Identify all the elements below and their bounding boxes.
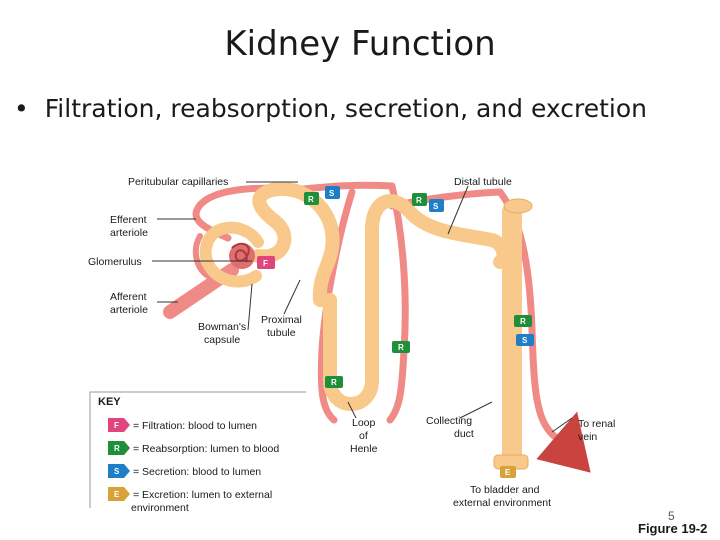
badge-e-text: E	[505, 468, 511, 477]
label-collecting-2: duct	[454, 428, 474, 440]
key-item-filtration: F = Filtration: blood to lumen	[108, 418, 257, 432]
collecting-duct-top	[503, 198, 533, 214]
label-afferent-2: arteriole	[110, 304, 148, 316]
label-afferent-1: Afferent	[110, 291, 147, 303]
key-e-text: E	[114, 490, 120, 499]
label-renal-2: vein	[578, 431, 597, 443]
badge-secretion-distal: S	[429, 199, 444, 212]
badge-secretion-proximal: S	[325, 186, 340, 199]
badge-filtration: F	[257, 256, 275, 269]
label-glomerulus: Glomerulus	[88, 256, 142, 268]
key-s-text: S	[114, 467, 120, 476]
bowmans-capsule	[199, 221, 264, 288]
label-collecting-1: Collecting	[426, 415, 472, 427]
capillary-descending	[317, 188, 356, 424]
key-item-reabsorption: R = Reabsorption: lumen to blood	[108, 441, 279, 455]
label-efferent-2: arteriole	[110, 227, 148, 239]
label-bladder-2: external environment	[453, 497, 551, 509]
key-r-text: R	[114, 444, 120, 453]
key-item-excretion: E = Excretion: lumen to external environ…	[108, 487, 272, 514]
bullet-dot-icon: •	[14, 94, 29, 123]
label-efferent-1: Efferent	[110, 214, 147, 226]
badge-reabsorption-distal: R	[412, 193, 427, 206]
badge-r-text: R	[308, 195, 314, 204]
badge-s-text: S	[433, 202, 439, 211]
badge-s-text: S	[522, 336, 528, 345]
key-f-text: F	[114, 421, 119, 430]
key-filtration-text: = Filtration: blood to lumen	[133, 420, 257, 432]
capillary-left-arc	[192, 233, 211, 279]
label-bowmans-2: capsule	[204, 334, 240, 346]
badge-reabsorption-collecting: R	[514, 315, 532, 327]
badge-reabsorption-ascending: R	[392, 341, 410, 353]
leader-lines	[152, 181, 573, 433]
bullet-text: Filtration, reabsorption, secretion, and…	[44, 94, 647, 123]
figure-label: Figure 19-2	[638, 521, 708, 536]
label-peritubular: Peritubular capillaries	[128, 176, 228, 188]
badge-r-text: R	[416, 196, 422, 205]
label-distal-tubule: Distal tubule	[454, 176, 512, 188]
key-reabsorption-text: = Reabsorption: lumen to blood	[133, 443, 279, 455]
nephron-tubule	[199, 181, 522, 470]
proximal-tubule	[251, 181, 340, 307]
glomerulus	[229, 242, 255, 269]
slide-title: Kidney Function	[224, 24, 496, 64]
badge-s-text: S	[329, 189, 335, 198]
badge-f-text: F	[263, 259, 268, 268]
key-item-secretion: S = Secretion: blood to lumen	[108, 464, 261, 478]
label-proximal-2: tubule	[267, 327, 296, 339]
bullet-item: • Filtration, reabsorption, secretion, an…	[14, 94, 647, 123]
key-title: KEY	[98, 396, 121, 408]
label-proximal-1: Proximal	[261, 314, 302, 326]
label-bowmans-1: Bowman's	[198, 321, 246, 333]
capillary-loop-right	[386, 182, 409, 424]
badge-r-text: R	[398, 343, 404, 352]
badge-r-text: R	[520, 317, 526, 326]
key-secretion-text: = Secretion: blood to lumen	[133, 466, 261, 478]
badge-excretion: E	[500, 466, 516, 478]
key-panel: KEY F = Filtration: blood to lumen R = R…	[89, 391, 306, 514]
badge-r-text: R	[331, 378, 337, 387]
key-excretion-text-1: = Excretion: lumen to external	[133, 489, 272, 501]
badge-secretion-collecting: S	[516, 334, 534, 346]
label-renal-1: To renal	[578, 418, 615, 430]
label-loop-3: Henle	[350, 443, 378, 455]
badge-reabsorption-loop: R	[325, 376, 343, 388]
label-loop-1: Loop	[352, 417, 376, 429]
badge-reabsorption-proximal: R	[304, 192, 319, 205]
key-excretion-text-2: environment	[131, 502, 189, 514]
label-bladder-1: To bladder and	[470, 484, 540, 496]
page-number: 5	[668, 509, 675, 523]
label-loop-2: of	[359, 430, 368, 442]
